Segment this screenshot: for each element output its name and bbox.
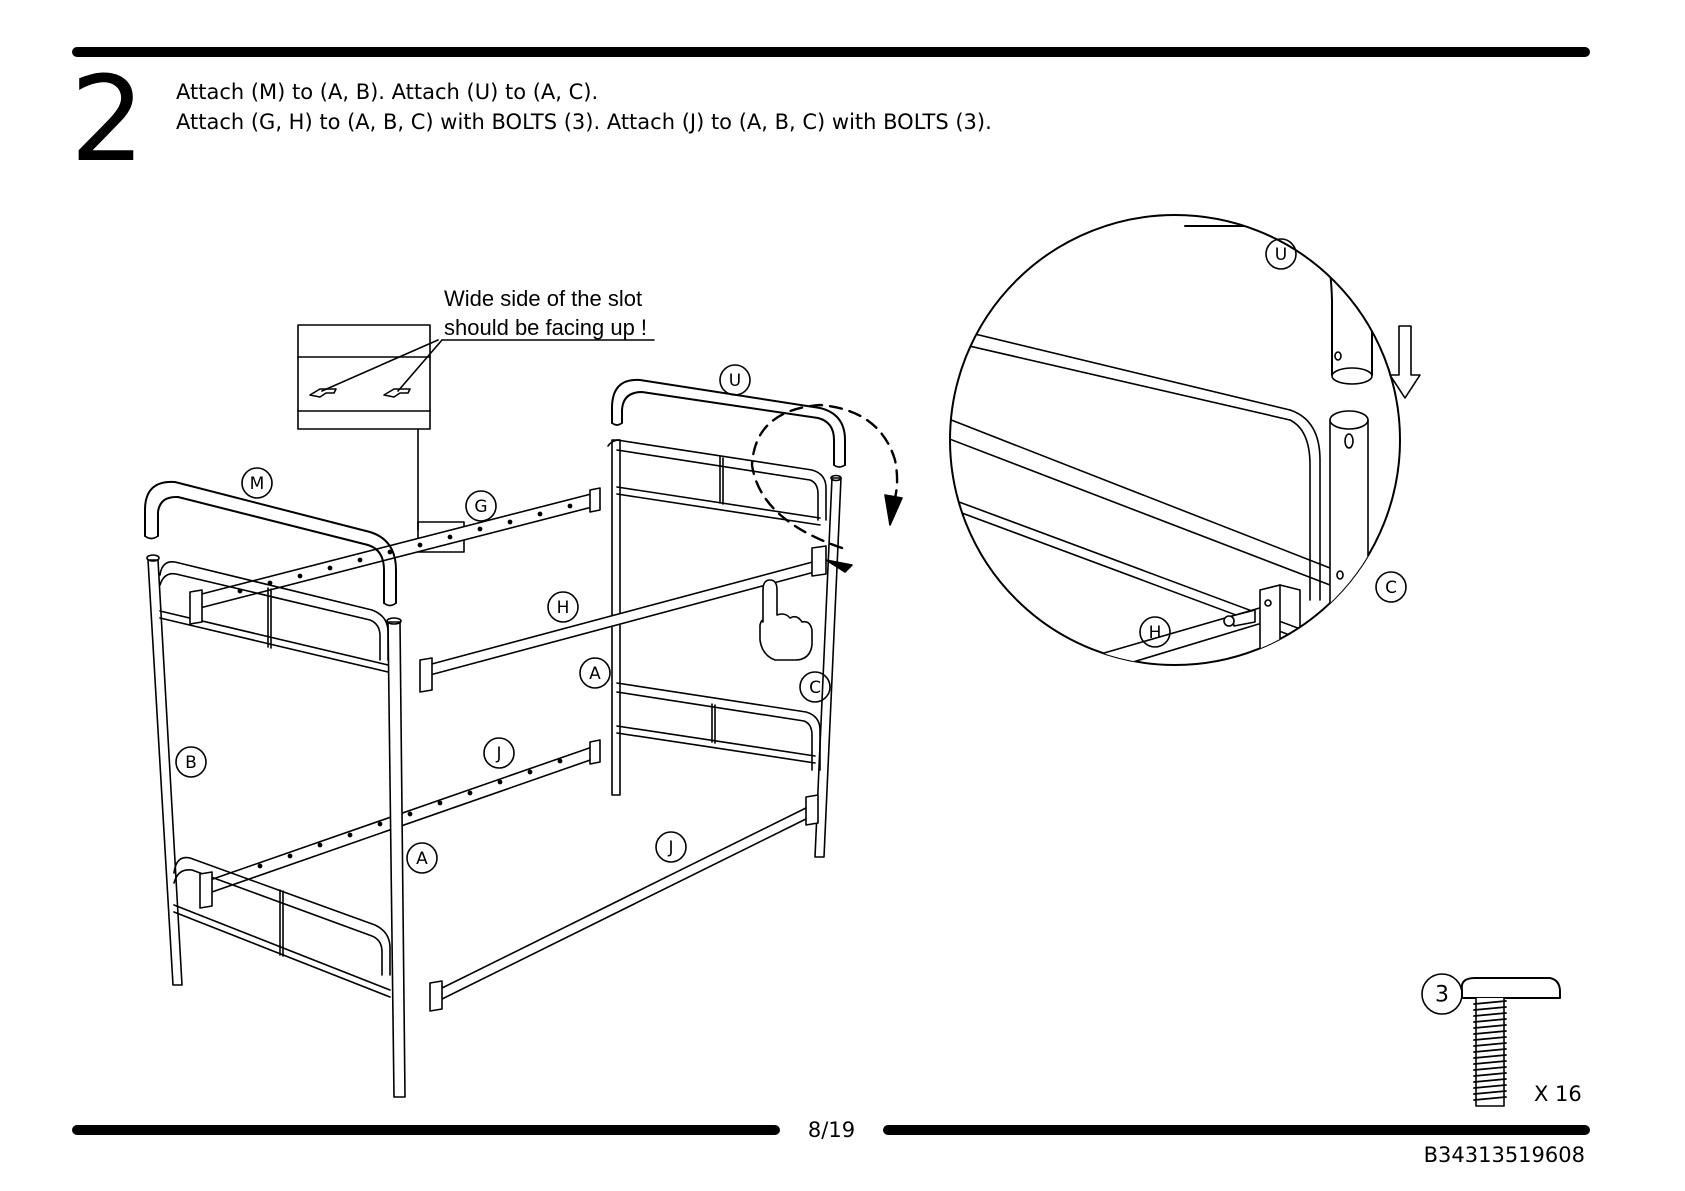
- label-m: M: [250, 474, 265, 494]
- document-code: B34313519608: [1424, 1143, 1585, 1167]
- bottom-rule-right: [883, 1125, 1590, 1135]
- head-end-frame: [145, 482, 405, 1097]
- detail-label-h: H: [1149, 623, 1162, 643]
- detail-label-u: U: [1275, 245, 1287, 265]
- label-u: U: [729, 371, 741, 391]
- label-h: H: [557, 598, 570, 618]
- label-j-front: J: [667, 838, 673, 858]
- page-number: 8/19: [780, 1118, 883, 1142]
- part-label-circles: [176, 365, 830, 873]
- bottom-rule-left: [72, 1125, 780, 1135]
- label-j-back: J: [495, 744, 501, 764]
- label-a-front: A: [416, 849, 428, 869]
- bolt-id-label: 3: [1435, 983, 1449, 1008]
- detail-label-c: C: [1385, 578, 1397, 598]
- label-a-back: A: [589, 664, 601, 684]
- bolt-quantity: X 16: [1534, 1082, 1582, 1106]
- label-b: B: [185, 753, 197, 773]
- rotation-arrow: [752, 405, 897, 548]
- slot-note-line-1: Wide side of the slot: [444, 286, 642, 312]
- hand-pointer-icon: [760, 580, 812, 660]
- slot-note-line-2: should be facing up !: [444, 315, 647, 341]
- slot-detail-box: [298, 325, 654, 552]
- rail-j-back: [210, 740, 600, 892]
- label-g: G: [474, 497, 487, 517]
- rail-j-front: [430, 795, 818, 1011]
- label-c: C: [809, 678, 821, 698]
- detail-magnifier: [900, 212, 1420, 690]
